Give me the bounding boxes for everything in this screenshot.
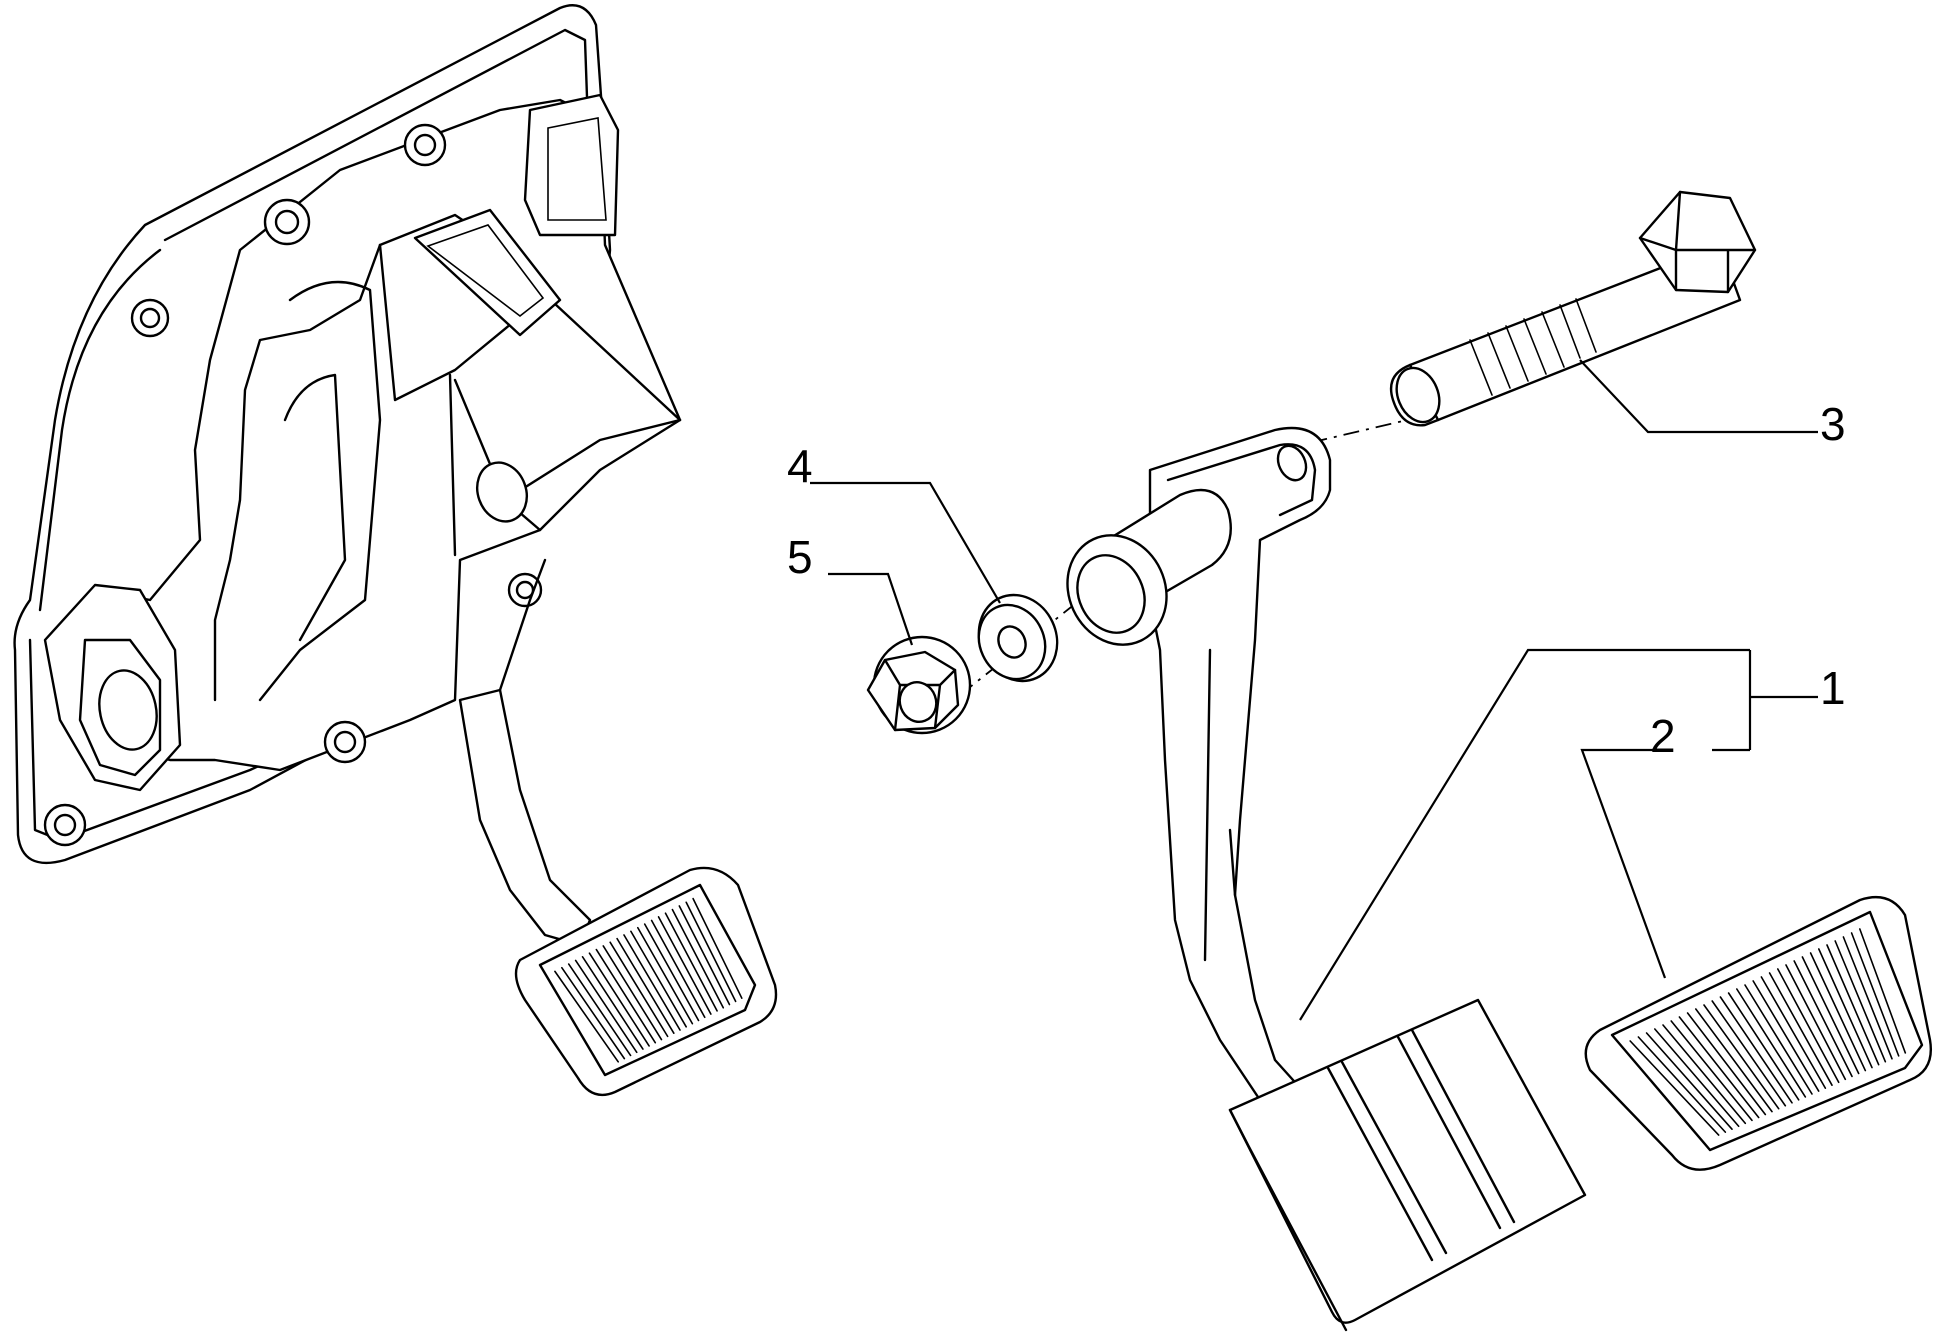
callout-leaders <box>810 359 1818 1021</box>
pedal-box-housing <box>13 4 682 865</box>
pad-rib-lines <box>1629 928 1907 1136</box>
callout-1: 1 <box>1820 662 1846 714</box>
pad-rib-lines <box>554 897 743 1063</box>
washer <box>977 593 1059 683</box>
rubber-pedal-pad <box>1584 895 1932 1171</box>
housing-bolt-holes <box>43 123 543 847</box>
pedal-pad-bare <box>1228 998 1587 1332</box>
flange-nut <box>866 635 972 735</box>
callout-4: 4 <box>787 440 813 492</box>
pedal-arm <box>1066 426 1332 1137</box>
callout-2: 2 <box>1650 710 1676 762</box>
installed-pedal-pad <box>514 866 778 1097</box>
callout-labels: 1 2 3 4 5 <box>787 398 1846 762</box>
installed-pedal-arm <box>458 558 592 947</box>
callout-5: 5 <box>787 531 813 583</box>
callout-3: 3 <box>1820 398 1846 450</box>
bolt <box>1389 190 1757 427</box>
